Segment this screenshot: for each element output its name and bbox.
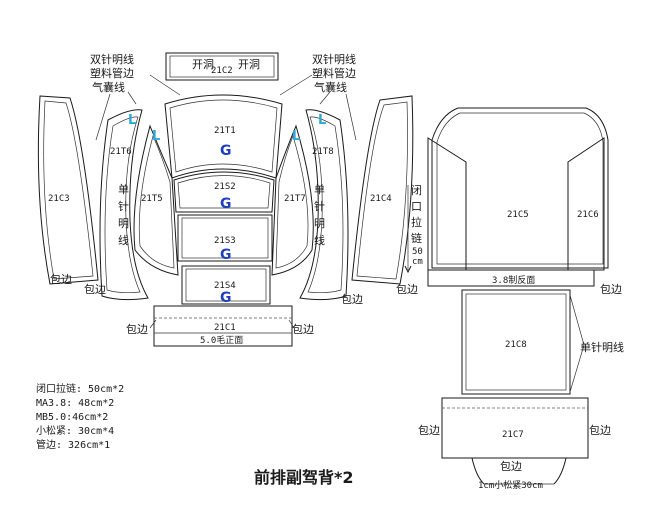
piece-21c7: 21C7 包边 包边 包边 1cm小松紧30cm (418, 397, 611, 491)
piece-label-21s3: 21S3 (214, 236, 236, 246)
plastic-piping-label-left: 塑料管边 (90, 66, 134, 80)
piece-label-21c6: 21C6 (577, 210, 599, 220)
c5-note: 3.8制反面 (492, 274, 535, 286)
single-needle-right-4: 线 (314, 233, 325, 247)
g-mark-2: G (220, 196, 232, 212)
piece-21t1: 21T1 G (164, 94, 283, 179)
airbag-line-label-right: 气囊线 (314, 80, 347, 94)
piece-21s3: 21S3 G (177, 214, 273, 263)
piece-label-21c2: 21C2 (211, 66, 233, 76)
airbag-line-label-left: 气囊线 (92, 80, 125, 94)
note-1: 闭口拉链: 50cm*2 (36, 382, 124, 395)
l-mark-3: L (318, 113, 326, 128)
piece-label-21s4: 21S4 (214, 281, 236, 291)
baobian-label-7: 包边 (600, 283, 622, 296)
right-top-annotation: 双针明线 塑料管边 气囊线 (279, 52, 357, 141)
single-needle-right-1: 单 (314, 183, 325, 196)
diagram-title: 前排副驾背*2 (254, 468, 354, 487)
g-mark-4: G (220, 290, 232, 306)
piece-label-21t5: 21T5 (141, 194, 163, 204)
piece-21s2: 21S2 G (173, 171, 275, 213)
piece-21c2: 开洞 开洞 21C2 (165, 52, 279, 81)
piece-21c8: 21C8 单针明线 (461, 289, 624, 395)
kaidong-label-right: 开洞 (238, 58, 260, 71)
single-needle-left-3: 明 (118, 217, 129, 230)
material-notes: 闭口拉链: 50cm*2 MA3.8: 48cm*2 MB5.0:46cm*2 … (36, 382, 124, 451)
note-4: 小松紧: 30cm*4 (36, 424, 114, 437)
baobian-label-3: 包边 (126, 323, 148, 336)
zip-label-6: cm (412, 257, 423, 267)
piece-21c1: 21C1 5.0毛正面 (153, 305, 293, 347)
kaidong-label-left: 开洞 (192, 58, 214, 71)
c7-note: 1cm小松紧30cm (478, 479, 543, 491)
single-needle-label-c8: 单针明线 (580, 340, 624, 354)
piece-label-21c8: 21C8 (505, 340, 527, 350)
zip-label-5: 50 (412, 247, 423, 257)
left-top-annotation: 双针明线 塑料管边 气囊线 (90, 52, 181, 141)
piece-label-21c4: 21C4 (370, 194, 392, 204)
piece-label-21c5: 21C5 (507, 210, 529, 220)
piece-label-21c1: 21C1 (214, 323, 236, 333)
piece-label-21t8: 21T8 (312, 147, 334, 157)
piece-label-21t7: 21T7 (284, 194, 306, 204)
piece-21t7: 21T7 (271, 124, 314, 276)
zip-label-4: 链 (411, 231, 422, 245)
single-needle-right-3: 明 (314, 217, 325, 230)
piece-21t8: 21T8 L L 单 针 明 线 (292, 109, 349, 301)
g-mark-3: G (220, 247, 232, 263)
piece-21t6: 21T6 L L 单 针 明 线 (99, 109, 160, 301)
piece-label-21c3: 21C3 (48, 194, 70, 204)
zip-label-3: 拉 (411, 215, 422, 229)
twin-needle-label-right: 双针明线 (312, 52, 356, 66)
piece-label-21t6: 21T6 (110, 147, 132, 157)
l-mark-1: L (128, 113, 136, 128)
piece-21t5: 21T5 (133, 124, 179, 276)
note-5: 管边: 326cm*1 (36, 438, 110, 451)
baobian-label-1: 包边 (50, 273, 72, 286)
c1-note: 5.0毛正面 (200, 334, 243, 346)
piece-label-21t1: 21T1 (214, 126, 236, 136)
single-needle-left-4: 线 (118, 233, 129, 247)
piece-21s4: 21S4 G (181, 265, 271, 306)
baobian-label-2: 包边 (84, 283, 106, 296)
note-3: MB5.0:46cm*2 (36, 412, 108, 423)
l-mark-2: L (152, 129, 160, 144)
baobian-label-10: 包边 (500, 460, 522, 473)
piece-21c4: 21C4 (351, 95, 414, 285)
baobian-label-5: 包边 (341, 293, 363, 306)
note-2: MA3.8: 48cm*2 (36, 398, 114, 409)
plastic-piping-label-right: 塑料管边 (312, 66, 356, 80)
single-needle-left-2: 针 (118, 199, 129, 213)
baobian-label-4: 包边 (292, 323, 314, 336)
zip-label-2: 口 (411, 200, 422, 213)
piece-21c3: 21C3 (37, 95, 99, 285)
l-mark-4: L (292, 129, 300, 144)
g-mark-1: G (220, 143, 232, 159)
zip-annotation: 闭 口 拉 链 50 cm (404, 184, 423, 274)
piece-label-21c7: 21C7 (502, 430, 524, 440)
baobian-label-6: 包边 (396, 283, 418, 296)
piece-label-21s2: 21S2 (214, 182, 236, 192)
baobian-label-8: 包边 (418, 424, 440, 437)
single-needle-right-2: 针 (314, 199, 325, 213)
piece-21c5: 3.8制反面 21C5 21C6 (427, 107, 609, 287)
single-needle-left-1: 单 (118, 183, 129, 196)
baobian-label-9: 包边 (589, 424, 611, 437)
twin-needle-label-left: 双针明线 (90, 52, 134, 66)
zip-label-1: 闭 (411, 184, 422, 197)
